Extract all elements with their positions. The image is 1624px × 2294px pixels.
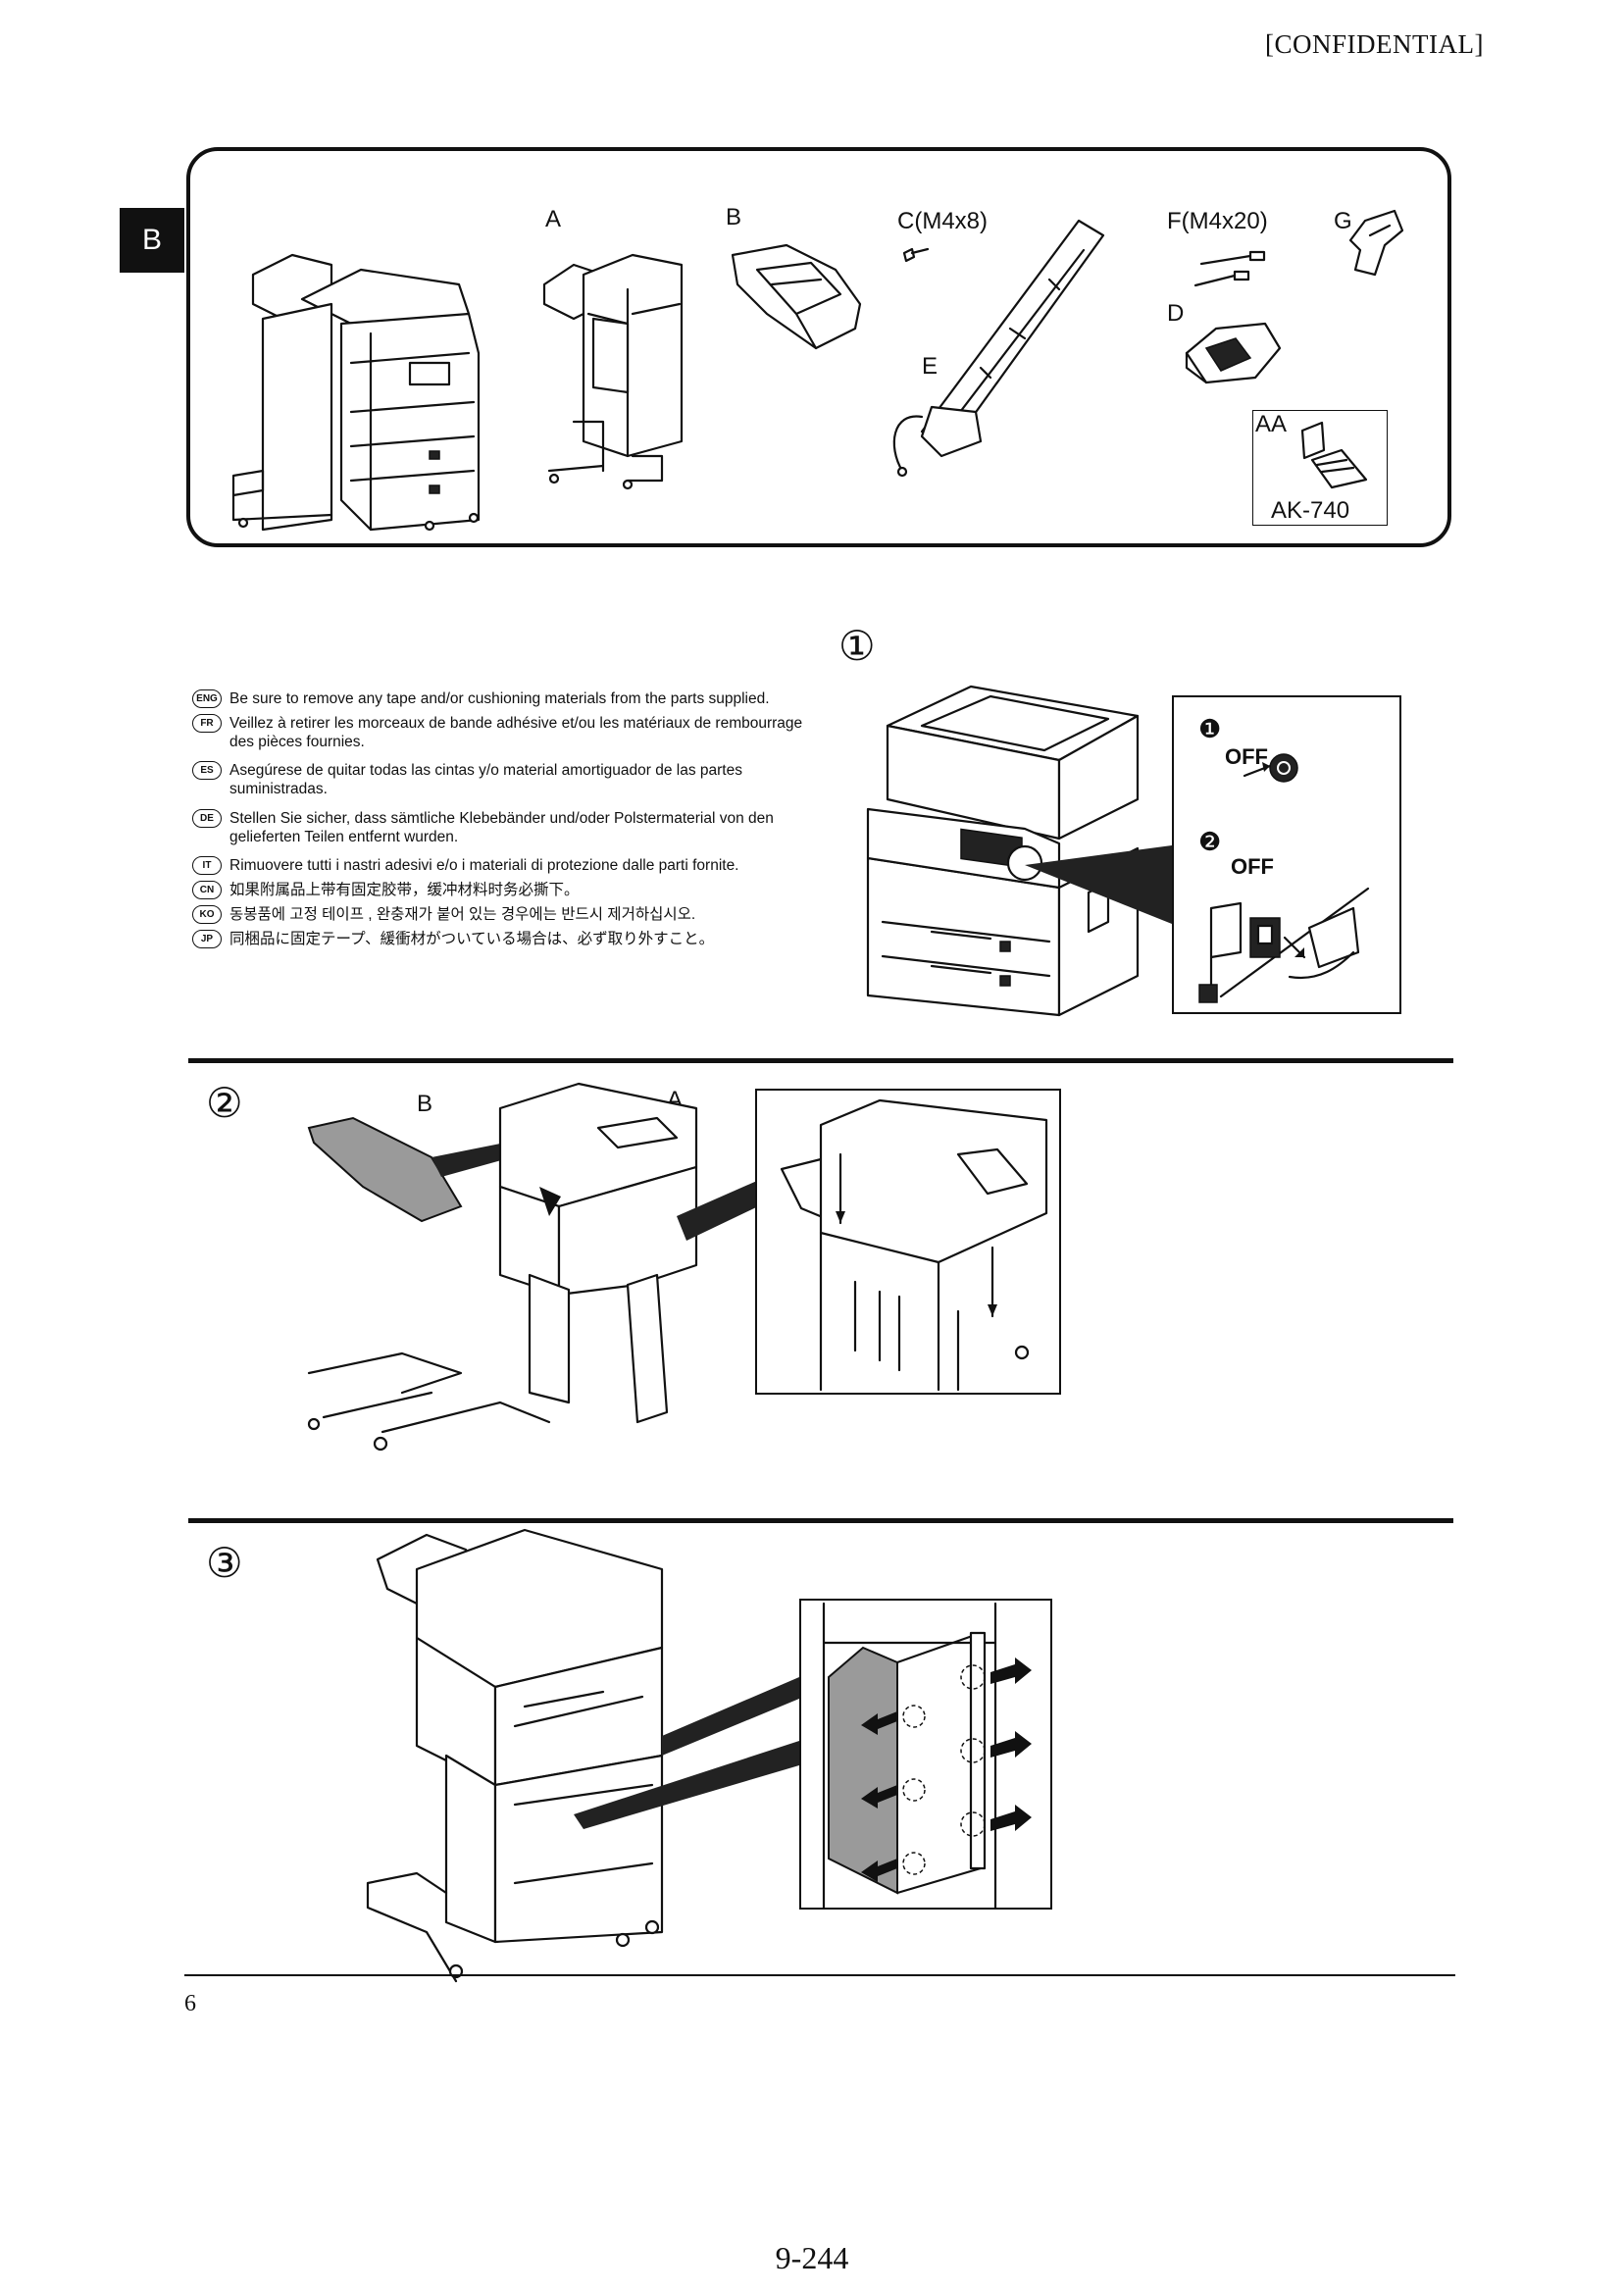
lang-row-jp: JP 同梱品に固定テープ、緩衝材がついている場合は、必ず取り外すこと。: [192, 930, 830, 948]
part-d-label: D: [1167, 300, 1185, 327]
step-2-tray-install-illustration: [307, 1082, 799, 1452]
lang-text-eng: Be sure to remove any tape and/or cushio…: [229, 690, 770, 707]
lang-text-jp: 同梱品に固定テープ、緩衝材がついている場合は、必ず取り外すこと。: [229, 931, 715, 947]
lang-row-es: ES Asegúrese de quitar todas las cintas …: [192, 761, 830, 798]
part-e-label: E: [922, 353, 939, 380]
lang-badge-jp: JP: [192, 930, 222, 948]
footer-divider: [184, 1974, 1455, 1976]
lang-row-it: IT Rimuovere tutti i nastri adesivi e/o …: [192, 856, 830, 875]
part-c-label: C(M4x8): [897, 208, 989, 234]
lang-badge-fr: FR: [192, 714, 222, 733]
bracket-g-illustration: [1348, 209, 1404, 277]
lang-badge-cn: CN: [192, 881, 222, 899]
step-2-zoom-inset: [755, 1089, 1061, 1395]
guide-e-illustration: [892, 219, 1105, 478]
inset-off-label-1: OFF: [1225, 744, 1268, 769]
lang-badge-ko: KO: [192, 905, 222, 924]
lang-row-fr: FR Veillez à retirer les morceaux de ban…: [192, 714, 830, 751]
step-2-number: ②: [206, 1080, 243, 1126]
lang-text-de: Stellen Sie sicher, dass sämtliche Klebe…: [229, 810, 774, 845]
step-1-number: ①: [838, 623, 876, 669]
step-3-number: ③: [206, 1540, 243, 1586]
finisher-assembled-illustration: [231, 253, 481, 532]
lang-text-fr: Veillez à retirer les morceaux de bande …: [229, 715, 803, 750]
step-3-finisher-illustration: [366, 1528, 799, 1983]
part-aa-box: AA AK-740: [1252, 410, 1388, 526]
part-f-label: F(M4x20): [1167, 208, 1268, 234]
power-button-icon: [1243, 753, 1298, 783]
lang-badge-es: ES: [192, 761, 222, 780]
screw-c-illustration: [902, 247, 930, 263]
parts-box: [186, 147, 1451, 547]
part-g-label: G: [1334, 208, 1352, 234]
lang-text-ko: 동봉품에 고정 테이프 , 완충재가 붙어 있는 경우에는 반드시 제거하십시오…: [229, 906, 696, 923]
inset-step-two: ❷: [1198, 827, 1222, 856]
lang-badge-eng: ENG: [192, 689, 222, 708]
kit-aa-illustration: [1300, 421, 1368, 489]
lang-badge-it: IT: [192, 856, 222, 875]
step-2-zoom-illustration: [780, 1098, 1048, 1392]
stapler-d-illustration: [1185, 322, 1282, 384]
part-aa-model: AK-740: [1271, 497, 1350, 524]
lang-row-ko: KO 동봉품에 고정 테이프 , 완충재가 붙어 있는 경우에는 반드시 제거하…: [192, 905, 830, 924]
section-page-number: 9-244: [775, 2240, 849, 2275]
section-tab: B: [120, 208, 184, 273]
lang-text-es: Asegúrese de quitar todas las cintas y/o…: [229, 762, 742, 797]
step-3-cover-removal-illustration: [822, 1602, 1032, 1910]
zoom-callout-wedge: [1025, 845, 1172, 924]
power-off-inset: ❶ OFF ❷ OFF: [1172, 695, 1401, 1014]
lang-row-eng: ENG Be sure to remove any tape and/or cu…: [192, 689, 830, 708]
part-a-label: A: [545, 206, 562, 232]
part-aa-label: AA: [1255, 411, 1288, 437]
section-divider-1: [188, 1058, 1453, 1063]
step-2-label-b: B: [417, 1091, 433, 1117]
lang-text-cn: 如果附属品上带有固定胶带，缓冲材料时务必撕下。: [229, 882, 580, 898]
part-b-label: B: [726, 204, 742, 230]
step-3-zoom-inset: [799, 1599, 1052, 1910]
tray-b-illustration: [731, 243, 862, 350]
section-divider-2: [188, 1518, 1453, 1523]
copier-illustration: [866, 685, 1140, 1017]
lang-row-cn: CN 如果附属品上带有固定胶带，缓冲材料时务必撕下。: [192, 881, 830, 899]
screws-f-illustration: [1193, 250, 1266, 287]
inset-step-one: ❶: [1198, 714, 1222, 743]
lang-text-it: Rimuovere tutti i nastri adesivi e/o i m…: [229, 857, 739, 874]
lang-row-de: DE Stellen Sie sicher, dass sämtliche Kl…: [192, 809, 830, 846]
page-number: 6: [184, 1991, 196, 2016]
lang-badge-de: DE: [192, 809, 222, 828]
main-switch-plug-icon: [1198, 887, 1370, 1003]
confidential-label: [CONFIDENTIAL]: [1265, 29, 1484, 59]
inset-off-label-2: OFF: [1231, 854, 1274, 879]
finisher-a-illustration: [542, 253, 684, 490]
